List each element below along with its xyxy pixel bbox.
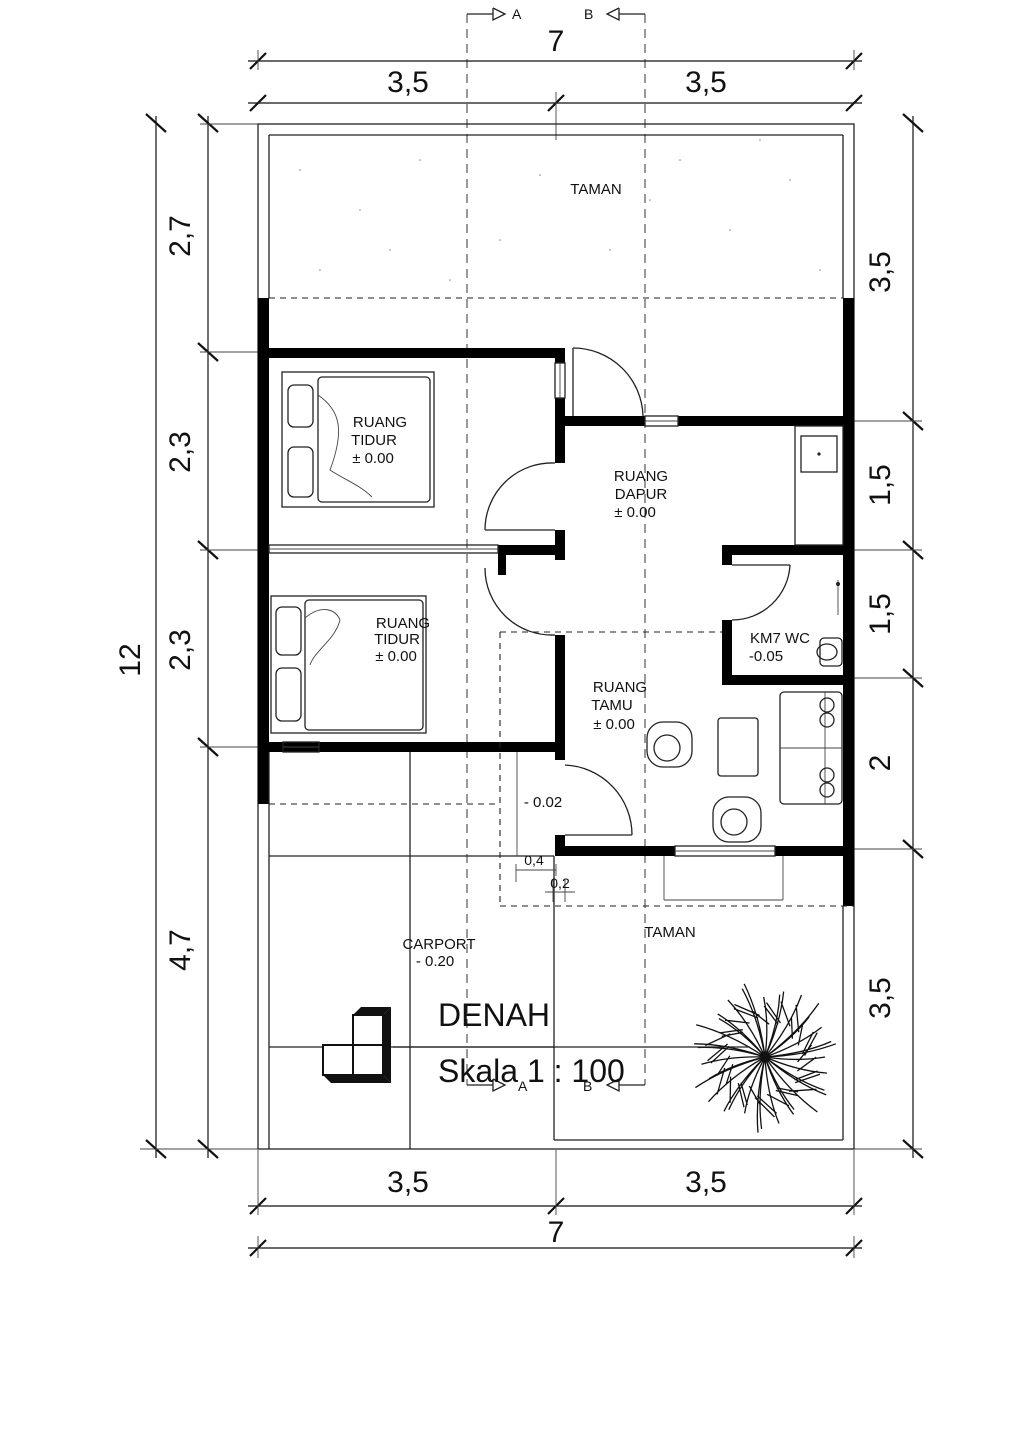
dim-bottom-right: 3,5	[685, 1166, 727, 1199]
dimension-lines	[140, 50, 924, 1258]
dim-right-seg-1: 3,5	[864, 251, 897, 293]
living-label-line2: TAMU	[591, 697, 632, 714]
room-label-taman-top: TAMAN	[570, 181, 621, 198]
living-level: ± 0.00	[593, 716, 635, 733]
dim-top-total: 7	[548, 25, 565, 58]
dim-left-seg-2: 2,3	[164, 431, 197, 473]
bedroom1-label-line1: RUANG	[353, 414, 407, 431]
dim-top-right: 3,5	[685, 66, 727, 99]
bedroom2-label-line1: RUANG	[376, 615, 430, 632]
section-marker-b-top: B	[584, 6, 593, 22]
dim-right-seg-2: 1,5	[864, 464, 897, 506]
kitchen-level: ± 0.00	[614, 504, 656, 521]
bedroom2-level: ± 0.00	[375, 648, 417, 665]
dim-detail-02: 0,2	[550, 875, 570, 891]
bathroom-level: -0.05	[749, 648, 783, 665]
kitchen-label-line1: RUANG	[614, 468, 668, 485]
dim-left-total: 12	[114, 643, 147, 676]
bed-1	[281, 371, 435, 508]
dim-right-seg-5: 3,5	[864, 977, 897, 1019]
dim-left-seg-4: 4,7	[164, 929, 197, 971]
windows	[268, 362, 844, 857]
dim-detail-04: 0,4	[524, 852, 544, 868]
dim-bottom-total: 7	[548, 1216, 565, 1249]
carport-label: CARPORT	[402, 936, 475, 953]
carport-level: - 0.20	[416, 953, 454, 970]
walls	[258, 298, 854, 906]
section-marker-a-top: A	[512, 6, 522, 22]
terrace-level: - 0.02	[524, 794, 562, 811]
tree-symbol	[694, 983, 837, 1133]
dim-right-seg-3: 1,5	[864, 593, 897, 635]
drawing-title: DENAH	[438, 997, 550, 1033]
room-label-taman-bottom: TAMAN	[644, 924, 695, 941]
dim-left-seg-3: 2,3	[164, 629, 197, 671]
section-marker-b-bottom: B	[583, 1078, 592, 1094]
dim-top-left: 3,5	[387, 66, 429, 99]
bedroom2-label-line2: TIDUR	[374, 631, 420, 648]
living-label-line1: RUANG	[593, 679, 647, 696]
bathroom-label: KM7 WC	[750, 630, 810, 647]
section-marker-a-bottom: A	[518, 1078, 528, 1094]
bed-2	[270, 595, 427, 734]
dim-bottom-left: 3,5	[387, 1166, 429, 1199]
kitchen-label-line2: DAPUR	[615, 486, 668, 503]
bedroom1-level: ± 0.00	[352, 450, 394, 467]
living-furniture	[646, 691, 843, 843]
bathroom-fixtures	[816, 580, 843, 667]
doors	[484, 347, 791, 836]
dim-left-seg-1: 2,7	[164, 215, 197, 257]
drawing-scale: Skala 1 : 100	[438, 1053, 625, 1089]
dim-right-seg-4: 2	[864, 755, 897, 772]
title-block-icon	[322, 1007, 391, 1083]
bedroom1-label-line2: TIDUR	[351, 432, 397, 449]
garden-texture-top	[299, 139, 821, 281]
